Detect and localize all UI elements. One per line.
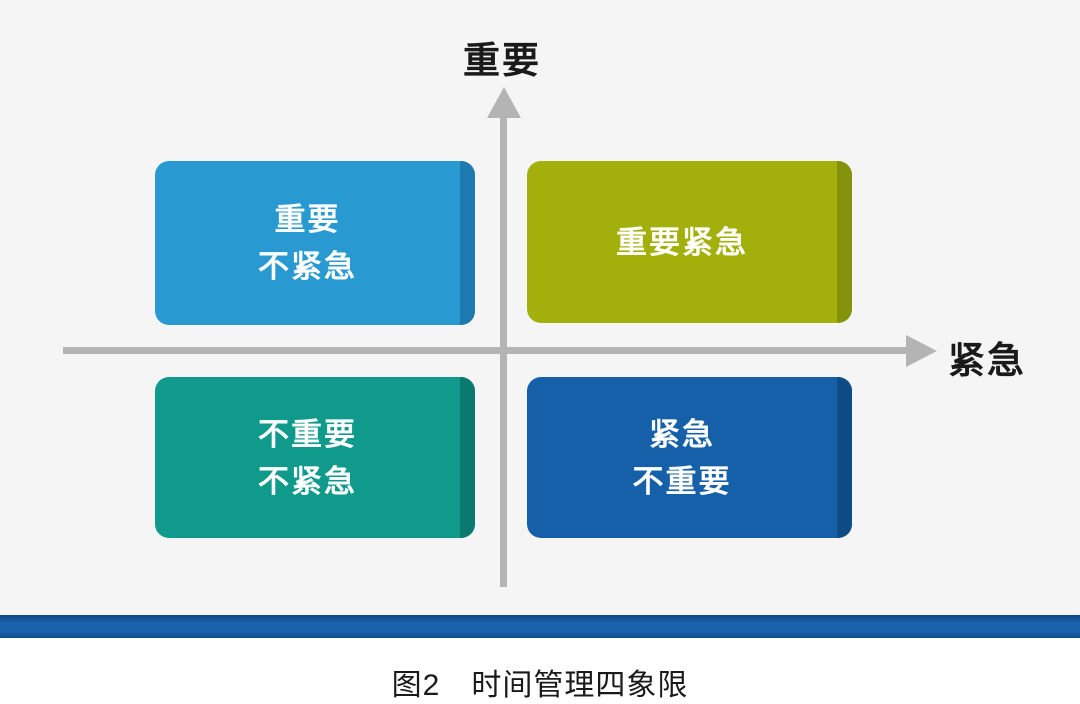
y-axis-label: 重要 bbox=[463, 40, 541, 81]
quadrant-urgent-not-important: 紧急 不重要 bbox=[527, 377, 852, 538]
quadrant-label-line: 重要紧急 bbox=[616, 224, 748, 260]
x-axis-line bbox=[63, 347, 908, 354]
figure-caption: 图2 时间管理四象限 bbox=[391, 669, 689, 702]
x-axis-arrow-icon bbox=[906, 335, 937, 367]
quadrant-label-line: 不重要 bbox=[258, 416, 357, 452]
x-axis-label: 紧急 bbox=[948, 340, 1026, 381]
quadrant-important-not-urgent: 重要 不紧急 bbox=[155, 161, 475, 325]
quadrant-label-line: 紧急 bbox=[649, 416, 715, 452]
quadrant-label-line: 不紧急 bbox=[258, 249, 357, 284]
y-axis-arrow-icon bbox=[487, 87, 521, 118]
quadrant-important-urgent: 重要紧急 bbox=[527, 161, 852, 323]
quadrant-not-important-not-urgent: 不重要 不紧急 bbox=[155, 377, 475, 538]
footer-divider-bar bbox=[0, 615, 1080, 638]
quadrant-label-line: 不紧急 bbox=[258, 463, 357, 499]
quadrant-label-line: 不重要 bbox=[632, 463, 732, 499]
quadrant-label-line: 重要 bbox=[274, 202, 341, 237]
